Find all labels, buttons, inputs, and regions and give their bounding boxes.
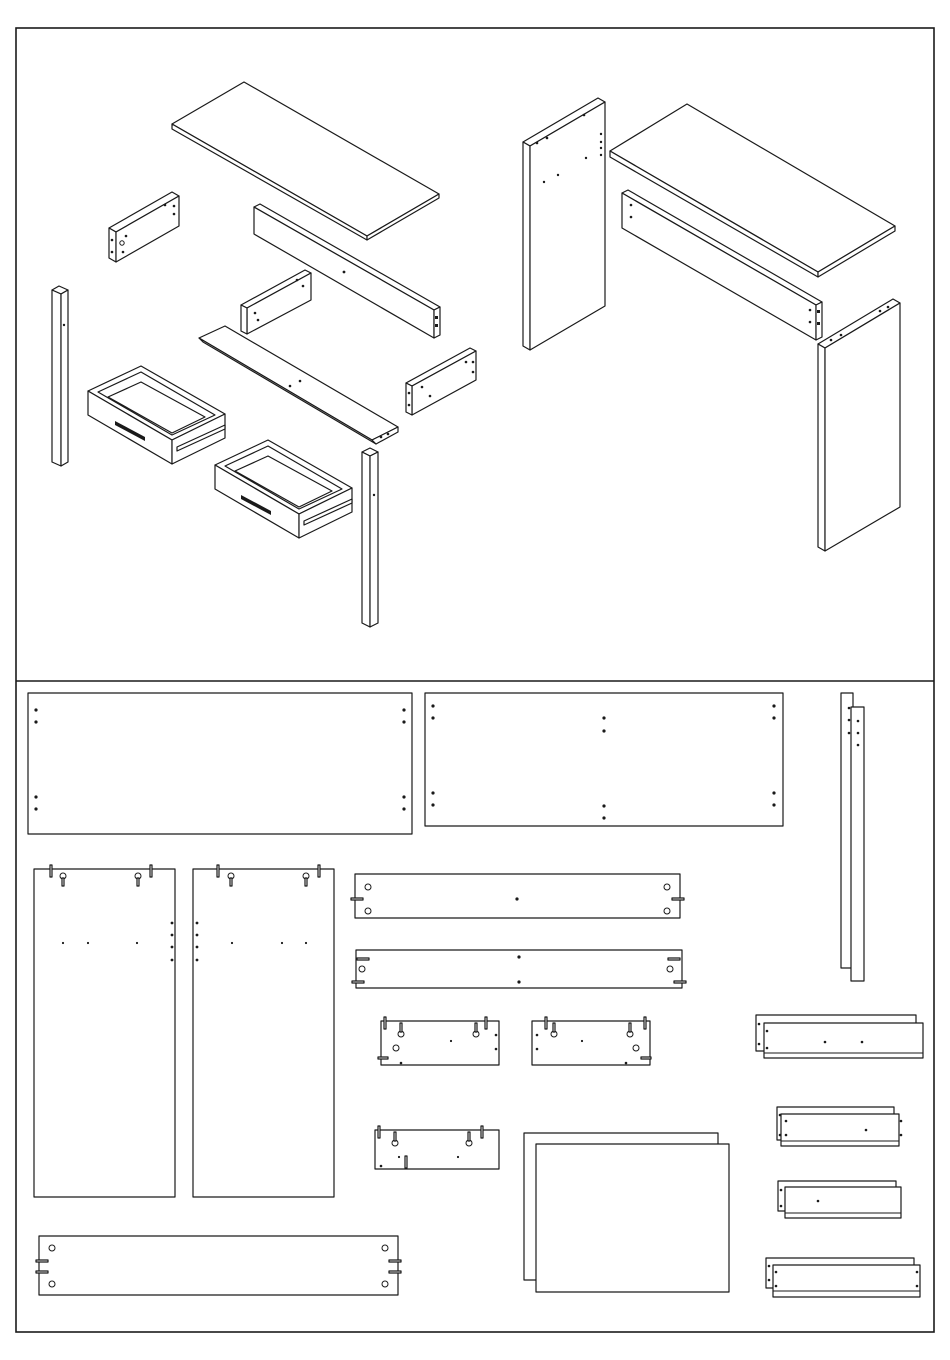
part-leg-pair — [841, 693, 864, 981]
part-bracket-c — [375, 1126, 499, 1169]
part-drawer-back-pair — [756, 1015, 923, 1058]
part-bracket-a — [378, 1017, 499, 1065]
part-rail-long-a — [351, 874, 684, 918]
part-panel-large-b — [425, 693, 783, 826]
part-rail-long-b — [352, 950, 686, 988]
part-panel-large-a — [28, 693, 412, 834]
part-side-panel-a — [34, 865, 175, 1197]
part-rail-long-c — [36, 1236, 401, 1295]
left-leg-1 — [52, 286, 68, 466]
left-side-rail-middle — [241, 270, 311, 334]
exploded-view — [52, 82, 900, 627]
left-top-panel — [172, 82, 439, 240]
right-side-panel-left — [523, 98, 605, 350]
part-drawer-side-pair-a — [777, 1107, 902, 1146]
left-side-rail-right — [406, 348, 476, 415]
right-side-panel-right — [818, 299, 900, 551]
left-front-rail — [199, 326, 398, 444]
left-leg-2 — [362, 448, 378, 627]
part-bracket-b — [532, 1017, 651, 1065]
right-assembly — [523, 98, 900, 551]
part-drawer-side-pair-b — [778, 1181, 901, 1218]
left-drawer-2 — [215, 440, 352, 538]
part-side-panel-b — [193, 865, 334, 1197]
left-side-rail-upper — [109, 192, 179, 262]
left-drawer-1 — [88, 366, 225, 464]
parts-layout — [28, 693, 923, 1297]
left-assembly — [52, 82, 476, 627]
part-drawer-front-pair — [766, 1258, 920, 1297]
part-drawer-bottom-pair — [524, 1133, 729, 1292]
right-top-panel — [610, 104, 895, 277]
